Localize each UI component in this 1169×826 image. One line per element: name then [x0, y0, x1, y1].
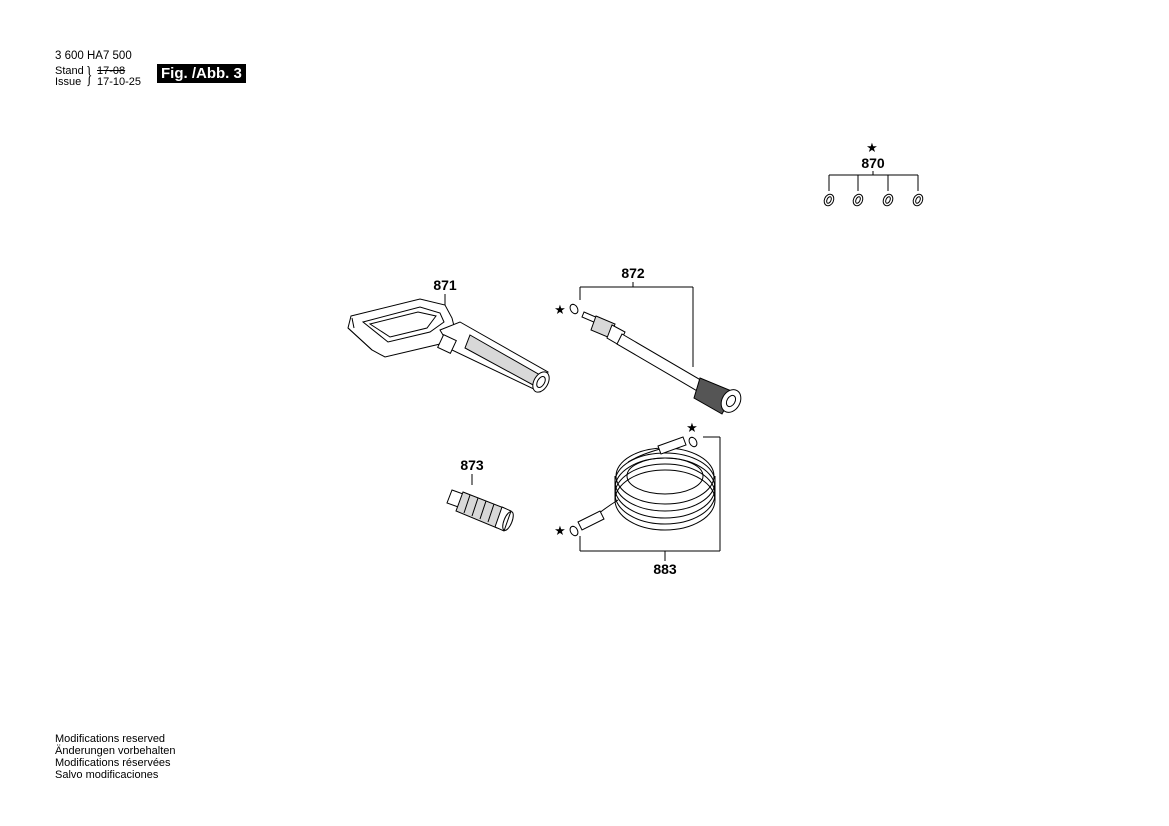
o-ring-icon: [823, 193, 835, 207]
part-872-group: 872 ★: [554, 265, 742, 415]
note-line: Modifications reserved: [55, 733, 166, 745]
stand-date: 17-08: [97, 65, 126, 77]
part-870-group: ★ 870: [823, 141, 924, 207]
issue-label: Issue: [55, 76, 82, 88]
star-marker-883-bottom: ★: [554, 524, 566, 539]
spray-gun-icon: [347, 298, 550, 393]
part-label-871: 871: [433, 277, 457, 293]
stand-label: Stand: [55, 65, 84, 77]
o-ring-icon: [569, 303, 579, 315]
o-ring-icon: [882, 193, 894, 207]
star-marker-883-top: ★: [686, 421, 698, 436]
lance-icon: [581, 311, 742, 415]
note-line: Modifications réservées: [55, 757, 171, 769]
hose-coil-icon: [577, 436, 716, 531]
part-label-872: 872: [621, 265, 645, 281]
o-ring-icon: [912, 193, 924, 207]
brace-icon: }: [86, 63, 93, 89]
figure-label: Fig. /Abb. 3: [157, 64, 246, 83]
part-871-group: 871: [347, 277, 550, 393]
issue-date: 17-10-25: [97, 76, 142, 88]
star-marker-872: ★: [554, 303, 566, 318]
part-883-group: ★ ★ 883: [554, 421, 721, 577]
o-ring-icon: [688, 436, 698, 448]
note-line: Salvo modificaciones: [55, 769, 159, 781]
modification-notes: Modifications reserved Änderungen vorbeh…: [55, 733, 175, 781]
part-873-group: 873: [446, 457, 514, 532]
part-label-873: 873: [460, 457, 484, 473]
rotary-nozzle-icon: [446, 489, 514, 532]
part-label-883: 883: [653, 561, 677, 577]
part-label-870: 870: [861, 155, 885, 171]
note-line: Änderungen vorbehalten: [55, 745, 176, 757]
o-ring-icon: [852, 193, 864, 207]
o-ring-icon: [569, 525, 579, 537]
document-code: 3 600 HA7 500: [55, 50, 132, 62]
star-marker-870: ★: [866, 141, 878, 156]
